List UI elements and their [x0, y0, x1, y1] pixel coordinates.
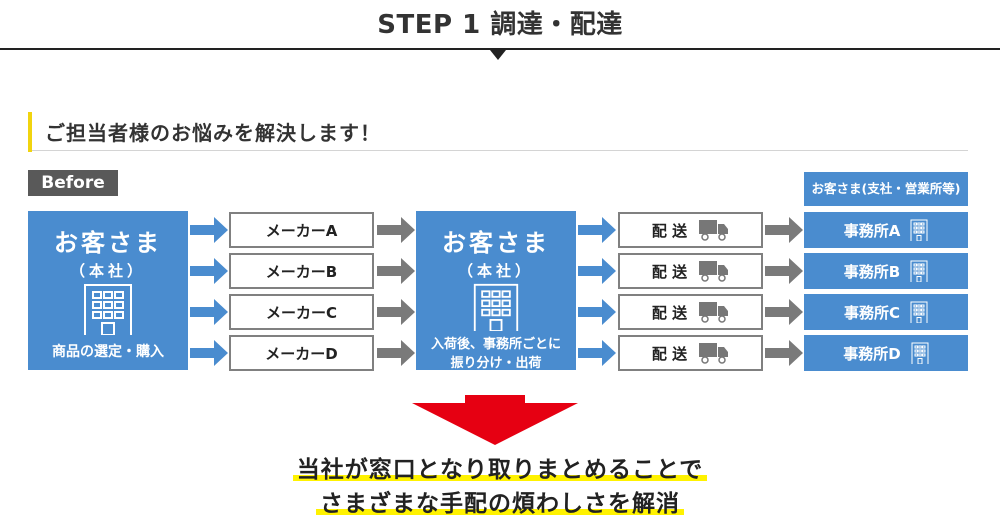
blue-arrow-icon	[190, 340, 228, 366]
gray-arrow-icon	[377, 299, 415, 325]
customer-hq2-title: お客さま	[442, 229, 550, 257]
maker-label: メーカーB	[265, 262, 338, 281]
blue-arrow-icon	[578, 217, 616, 243]
delivery-label: 配 送	[651, 303, 688, 322]
delivery-box: 配 送	[618, 253, 763, 289]
maker-label: メーカーA	[265, 221, 338, 240]
gray-arrow-icon	[377, 258, 415, 284]
customer-hq-caption: 商品の選定・購入	[52, 344, 164, 360]
section-divider	[32, 150, 968, 151]
section-title: ご担当者様のお悩みを解決します！	[45, 121, 381, 145]
delivery-label: 配 送	[651, 344, 688, 363]
office-box: 事務所A	[804, 212, 968, 248]
blue-arrow-icon	[190, 217, 228, 243]
delivery-box: 配 送	[618, 335, 763, 371]
office-box: 事務所D	[804, 335, 968, 371]
customer-hq-title: お客さま	[54, 229, 162, 257]
building-icon	[84, 284, 132, 335]
building-icon	[910, 260, 928, 282]
maker-box: メーカーB	[229, 253, 374, 289]
customer-hq-box: お客さま （本社） 商品の選定・購入	[28, 211, 188, 370]
truck-icon	[699, 260, 729, 282]
conclusion-line1-text: 当社が窓口となり取りまとめることで	[292, 457, 708, 483]
truck-icon	[699, 219, 729, 241]
conclusion-line2: さまざまな手配の煩わしさを解消	[0, 484, 1000, 518]
blue-arrow-icon	[578, 299, 616, 325]
customer-hq2-caption-line2: 振り分け・出荷	[450, 356, 542, 371]
maker-label: メーカーD	[265, 344, 338, 363]
customer-hq-subtitle: （本社）	[69, 262, 146, 280]
office-box: 事務所B	[804, 253, 968, 289]
gray-arrow-icon	[765, 340, 803, 366]
maker-box: メーカーA	[229, 212, 374, 248]
header-divider	[0, 48, 1000, 50]
delivery-label: 配 送	[651, 221, 688, 240]
blue-arrow-icon	[190, 299, 228, 325]
section-accent-bar	[28, 112, 32, 152]
customer-hq2-caption-line1: 入荷後、事務所ごとに	[430, 337, 561, 352]
gray-arrow-icon	[765, 217, 803, 243]
before-label: Before	[28, 170, 118, 196]
gray-arrow-icon	[765, 258, 803, 284]
truck-icon	[699, 301, 729, 323]
blue-arrow-icon	[190, 258, 228, 284]
header-pointer-icon	[490, 50, 506, 60]
blue-arrow-icon	[578, 340, 616, 366]
office-box: 事務所C	[804, 294, 968, 330]
building-icon	[910, 301, 928, 323]
conclusion-line1: 当社が窓口となり取りまとめることで	[0, 450, 1000, 484]
conclusion-line2-text: さまざまな手配の煩わしさを解消	[316, 491, 684, 517]
delivery-label: 配 送	[651, 262, 688, 281]
customer-hq-receiving-box: お客さま （本社） 入荷後、事務所ごとに 振り分け・出荷	[416, 211, 576, 371]
customer-hq2-subtitle: （本社）	[457, 262, 534, 280]
gray-arrow-icon	[765, 299, 803, 325]
building-icon	[473, 283, 519, 331]
gray-arrow-icon	[377, 217, 415, 243]
maker-label: メーカーC	[265, 303, 337, 322]
maker-box: メーカーC	[229, 294, 374, 330]
office-label: 事務所D	[843, 344, 901, 363]
step-title: STEP 1 調達・配達	[377, 10, 623, 40]
delivery-box: 配 送	[618, 294, 763, 330]
delivery-box: 配 送	[618, 212, 763, 248]
red-down-arrow-icon	[412, 395, 578, 445]
offices-header: お客さま(支社・営業所等)	[804, 172, 968, 206]
building-icon	[910, 219, 928, 241]
office-label: 事務所A	[843, 221, 901, 240]
office-label: 事務所B	[843, 262, 901, 281]
truck-icon	[699, 342, 729, 364]
blue-arrow-icon	[578, 258, 616, 284]
gray-arrow-icon	[377, 340, 415, 366]
maker-box: メーカーD	[229, 335, 374, 371]
office-label: 事務所C	[843, 303, 900, 322]
building-icon	[911, 342, 929, 364]
